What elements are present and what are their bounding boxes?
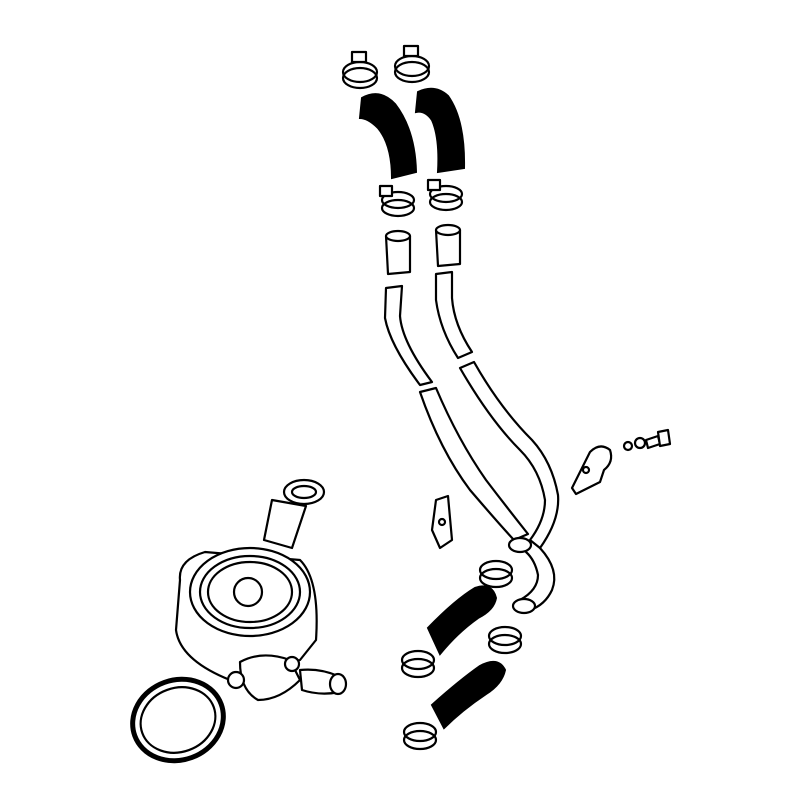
rubber-hose-lower-2 [430,660,507,730]
rubber-hose-lower-1 [426,585,498,656]
rubber-hose-upper-right [414,87,466,174]
pipe-end-fitting [507,536,533,554]
oil-pipe-left-lower [418,386,530,542]
hose-clamp-lower-1 [478,559,514,589]
hose-clamp-lower-2 [487,625,523,655]
hose-clamp-lower-4 [402,721,438,751]
hose-clamp-mid-left [378,184,416,218]
oil-pipe-left-upper [383,284,434,387]
pipe-connector-right [434,223,462,268]
hose-clamp-mid-right [426,178,464,212]
oil-filter-adapter-fitting [262,478,326,550]
oil-cooler [174,546,348,702]
hose-clamp-top-left [341,50,379,90]
mounting-bracket-center [430,494,454,550]
hose-clamp-top-right [393,44,431,84]
bracket-hole [581,465,591,475]
oil-pipe-right-upper [434,270,474,360]
bolt [622,428,672,452]
rubber-hose-upper-left [358,93,418,180]
pipe-connector-left [384,229,412,276]
pipe-end-fitting [511,597,537,615]
hose-clamp-lower-3 [400,649,436,679]
oil-pipe-right-lower [458,360,560,550]
bracket-hole [437,517,447,527]
o-ring-gasket [130,676,226,764]
mounting-bracket-right [570,445,613,496]
